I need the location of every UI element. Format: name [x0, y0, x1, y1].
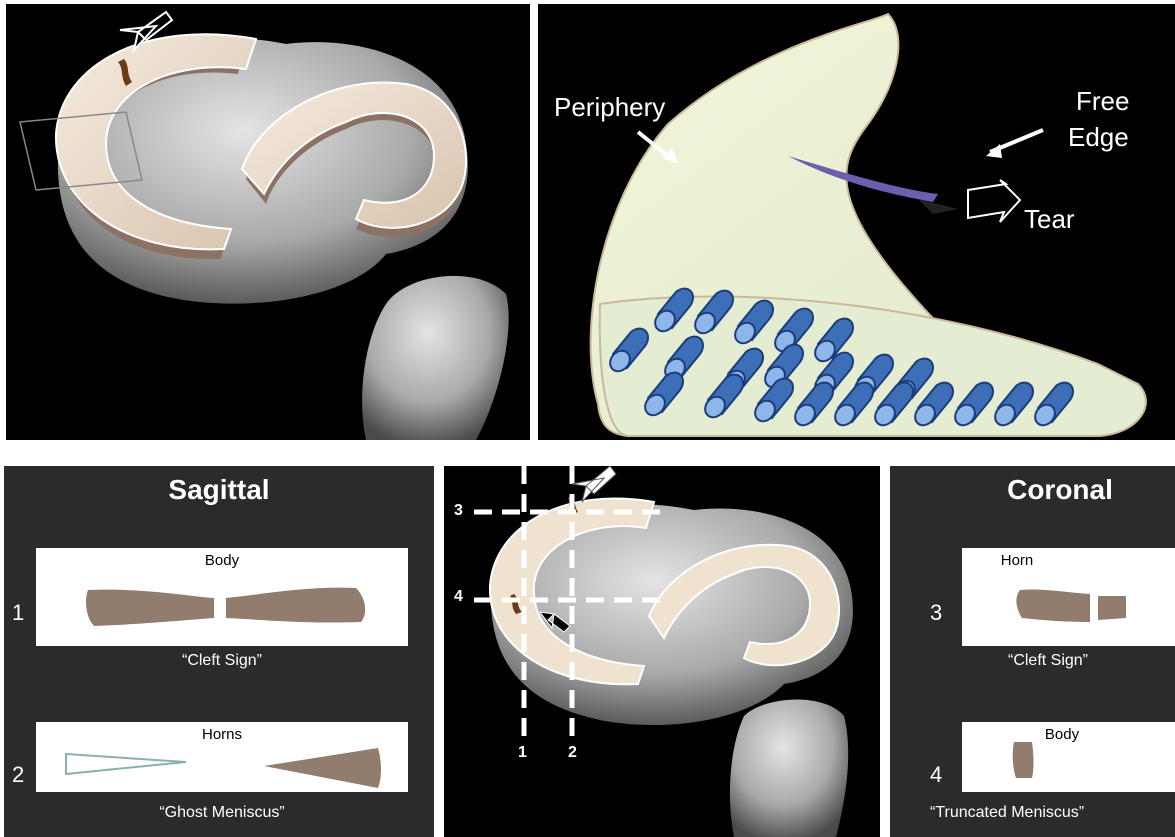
- sagittal-horns-box: Horns: [36, 722, 408, 792]
- row-number: 3: [930, 600, 942, 626]
- sagittal-body-box: Body: [36, 548, 408, 646]
- periphery-label: Periphery: [554, 92, 665, 123]
- coronal-body-box: Body: [962, 722, 1175, 792]
- caption: “Cleft Sign”: [36, 652, 408, 670]
- row-number: 4: [930, 762, 942, 788]
- tibial-plateau-illustration: [6, 4, 530, 440]
- horn-tear-arrow: [572, 466, 616, 502]
- row-number: 1: [12, 600, 24, 626]
- caption: “Ghost Meniscus”: [36, 804, 408, 822]
- coronal-horn-box: Horn: [962, 548, 1175, 646]
- ghost-meniscus-shape: [36, 722, 408, 792]
- knee-slice-panel: 3 4 1 2: [444, 466, 880, 837]
- meniscus-schematic-panel: Periphery Free Edge Tear: [538, 4, 1175, 440]
- slice-planes-illustration: [444, 466, 880, 837]
- meniscus-wedge-illustration: [538, 4, 1175, 440]
- truncated-meniscus-shape: [962, 722, 1175, 792]
- slice-label-2: 2: [568, 744, 577, 762]
- free-edge-label: Free: [1076, 86, 1129, 117]
- slice-label-3: 3: [454, 502, 463, 520]
- caption: “Truncated Meniscus”: [930, 804, 1175, 822]
- caption: “Cleft Sign”: [968, 652, 1128, 670]
- slice-label-1: 1: [518, 744, 527, 762]
- coronal-cleft-shape: [962, 548, 1175, 646]
- cleft-sign-shape: [36, 548, 408, 646]
- slice-label-4: 4: [454, 588, 463, 606]
- row-number: 2: [12, 762, 24, 788]
- sagittal-panel: Sagittal 1 Body “Cleft Sign” 2 Horns “Gh…: [4, 466, 434, 837]
- tear-arrow: [968, 180, 1020, 222]
- sagittal-title: Sagittal: [4, 474, 434, 506]
- tear-label: Tear: [1024, 204, 1075, 235]
- knee-3d-panel: [6, 4, 530, 440]
- coronal-panel: Coronal 3 Horn “Cleft Sign” 4 Body “Trun…: [890, 466, 1175, 837]
- coronal-title: Coronal: [930, 474, 1175, 506]
- free-edge-label-2: Edge: [1068, 122, 1129, 153]
